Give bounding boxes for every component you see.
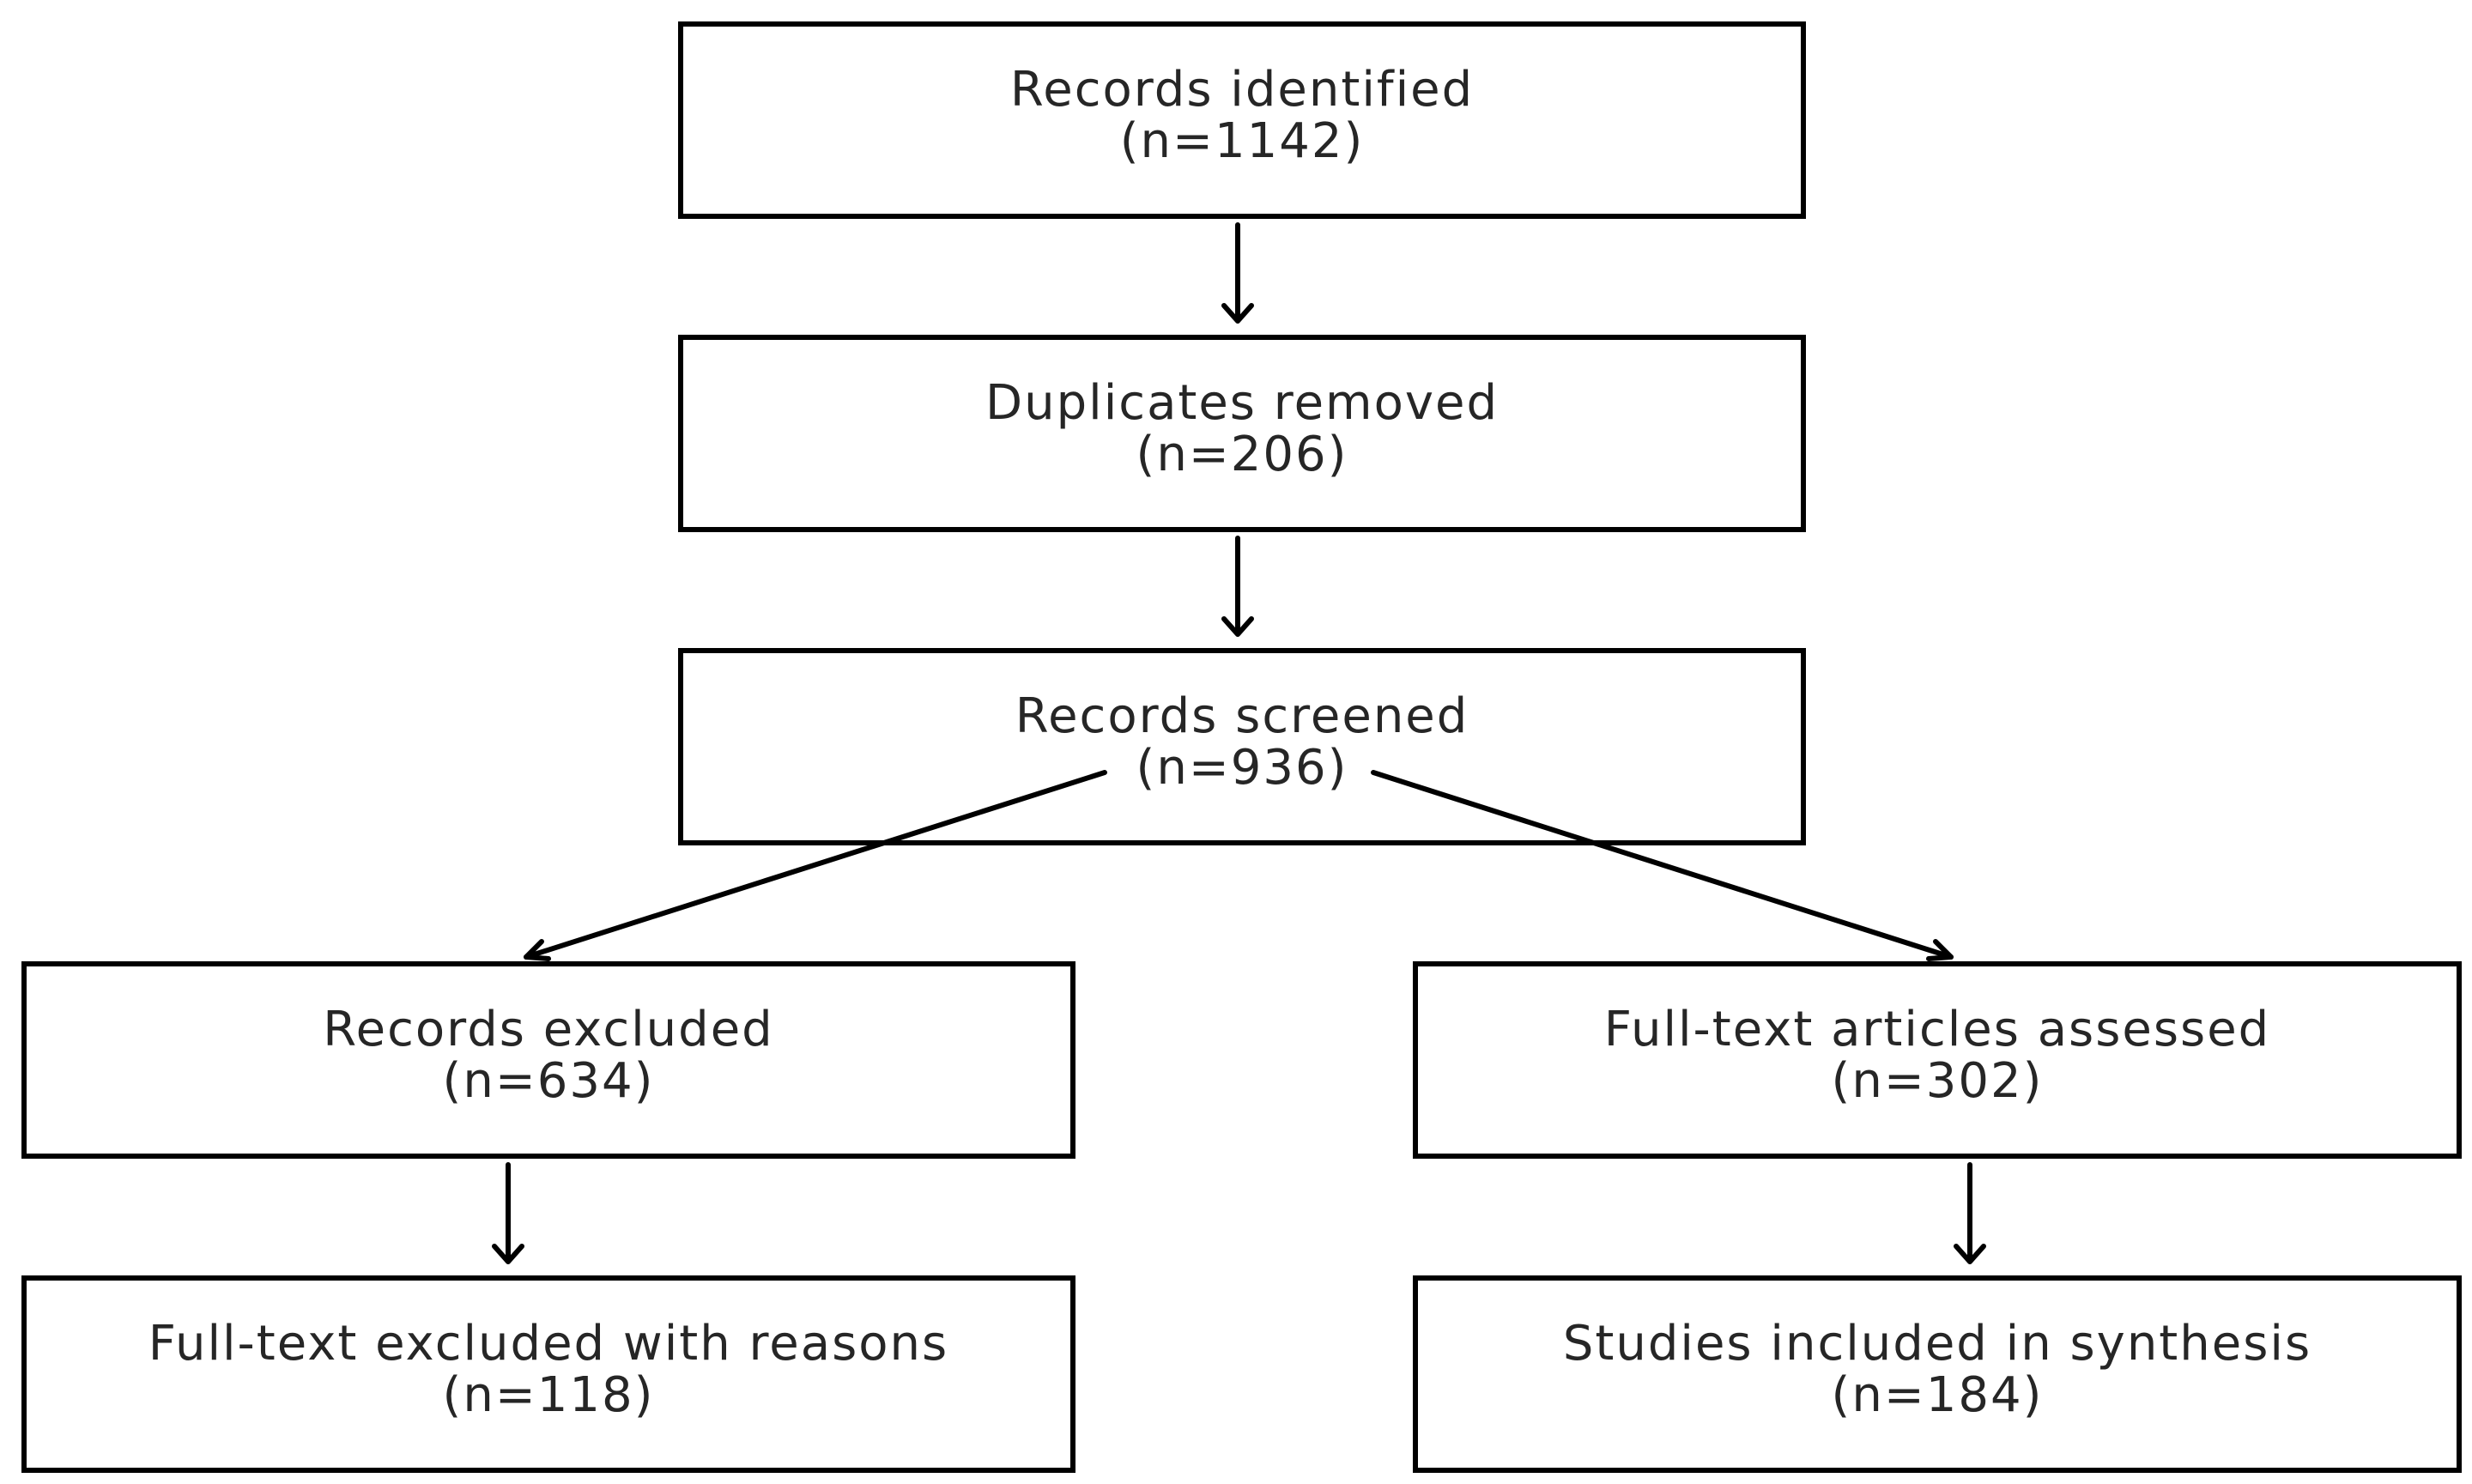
fulltext-excluded-box: Full-text excluded with reasons (n=118) — [21, 1275, 1075, 1473]
records-screened-count: (n=936) — [1136, 740, 1348, 796]
fulltext-assessed-box: Full-text articles assessed (n=302) — [1413, 961, 2462, 1159]
records-identified-box: Records identified (n=1142) — [678, 21, 1806, 219]
records-excluded-box: Records excluded (n=634) — [21, 961, 1075, 1159]
duplicates-removed-count: (n=206) — [1136, 427, 1348, 482]
records-identified-label: Records identified — [1009, 62, 1475, 118]
studies-included-label: Studies included in synthesis — [1562, 1316, 2312, 1372]
duplicates-removed-label: Duplicates removed — [985, 375, 1499, 431]
arrow-screened-to-fulltext — [1371, 770, 1954, 961]
duplicates-removed-box: Duplicates removed (n=206) — [678, 335, 1806, 532]
arrow-screened-to-excluded — [524, 770, 1107, 961]
fulltext-assessed-count: (n=302) — [1831, 1053, 2044, 1109]
fulltext-excluded-label: Full-text excluded with reasons — [148, 1316, 949, 1372]
records-screened-label: Records screened — [1015, 688, 1469, 744]
records-excluded-count: (n=634) — [442, 1053, 655, 1109]
studies-included-count: (n=184) — [1831, 1367, 2044, 1423]
records-screened-box: Records screened (n=936) — [678, 648, 1806, 845]
arrow-fulltext-to-included — [1954, 1162, 1986, 1264]
arrow-duplicates-to-screened — [1221, 536, 1254, 637]
records-excluded-label: Records excluded — [323, 1002, 774, 1057]
studies-included-box: Studies included in synthesis (n=184) — [1413, 1275, 2462, 1473]
fulltext-assessed-label: Full-text articles assessed — [1603, 1002, 2271, 1057]
arrow-identified-to-duplicates — [1221, 222, 1254, 324]
records-identified-count: (n=1142) — [1119, 113, 1365, 169]
arrow-excluded-to-ftexcluded — [492, 1162, 524, 1264]
fulltext-excluded-count: (n=118) — [442, 1367, 655, 1423]
